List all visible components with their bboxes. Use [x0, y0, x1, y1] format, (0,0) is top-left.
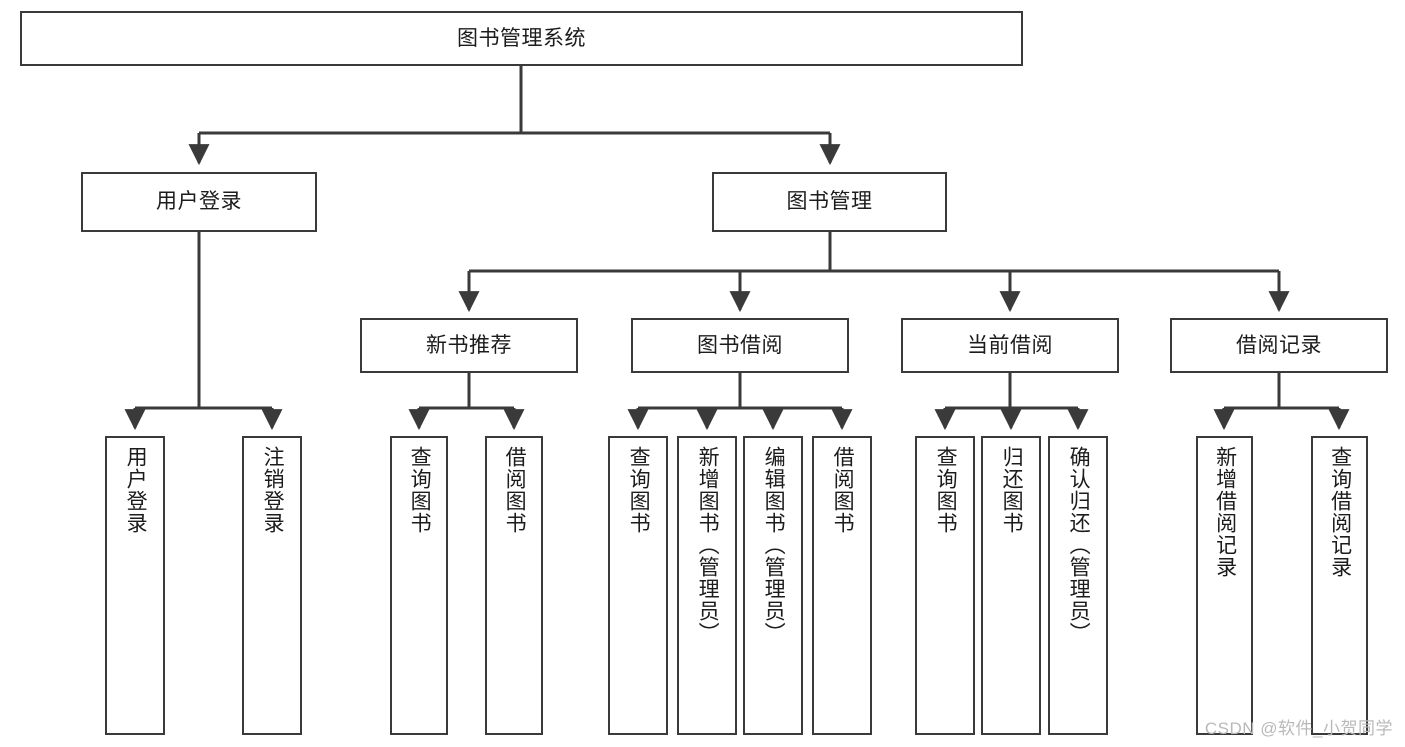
- node-borrow-record[interactable]: 借阅记录: [1170, 318, 1388, 373]
- node-label: 新书推荐: [426, 333, 512, 357]
- node-label: 借阅图书: [503, 446, 527, 534]
- node-leaf-borrow-book-1[interactable]: 借阅图书: [485, 436, 543, 735]
- node-label: 查询借阅记录: [1328, 446, 1352, 578]
- node-current-borrow[interactable]: 当前借阅: [901, 318, 1119, 373]
- node-leaf-user-login[interactable]: 用户登录: [105, 436, 165, 735]
- node-label: 查询图书: [934, 446, 958, 534]
- node-label: 注销登录: [261, 446, 285, 534]
- node-label: 用户登录: [156, 190, 242, 214]
- node-leaf-confirm-return-admin[interactable]: 确认归还（管理员）: [1048, 436, 1108, 735]
- node-leaf-query-book-3[interactable]: 查询图书: [915, 436, 975, 735]
- node-label: 新增借阅记录: [1213, 446, 1237, 578]
- node-label: 归还图书: [1000, 446, 1024, 534]
- node-leaf-add-borrow-record[interactable]: 新增借阅记录: [1196, 436, 1253, 735]
- node-book-management-system[interactable]: 图书管理系统: [20, 11, 1023, 66]
- node-leaf-query-book-1[interactable]: 查询图书: [390, 436, 448, 735]
- node-new-book-recommend[interactable]: 新书推荐: [360, 318, 578, 373]
- node-label: 图书借阅: [697, 333, 783, 357]
- node-label: 图书管理: [786, 190, 873, 214]
- node-leaf-return-book[interactable]: 归还图书: [981, 436, 1041, 735]
- node-user-login[interactable]: 用户登录: [81, 172, 317, 232]
- node-leaf-add-book-admin[interactable]: 新增图书（管理员）: [677, 436, 737, 735]
- node-leaf-borrow-book-2[interactable]: 借阅图书: [812, 436, 872, 735]
- node-leaf-edit-book-admin[interactable]: 编辑图书（管理员）: [743, 436, 803, 735]
- node-label: 新增图书（管理员）: [696, 446, 720, 644]
- node-leaf-logout-login[interactable]: 注销登录: [242, 436, 302, 735]
- node-leaf-query-borrow-record[interactable]: 查询借阅记录: [1311, 436, 1368, 735]
- node-label: 编辑图书（管理员）: [762, 446, 786, 644]
- node-label: 用户登录: [124, 446, 148, 534]
- node-book-management[interactable]: 图书管理: [712, 172, 947, 232]
- node-label: 借阅记录: [1236, 333, 1322, 357]
- node-label: 图书管理系统: [457, 26, 586, 50]
- node-label: 当前借阅: [967, 333, 1053, 357]
- node-book-borrow[interactable]: 图书借阅: [631, 318, 849, 373]
- node-label: 查询图书: [627, 446, 651, 534]
- node-label: 查询图书: [408, 446, 432, 534]
- node-label: 确认归还（管理员）: [1067, 446, 1091, 644]
- node-label: 借阅图书: [831, 446, 855, 534]
- node-leaf-query-book-2[interactable]: 查询图书: [608, 436, 668, 735]
